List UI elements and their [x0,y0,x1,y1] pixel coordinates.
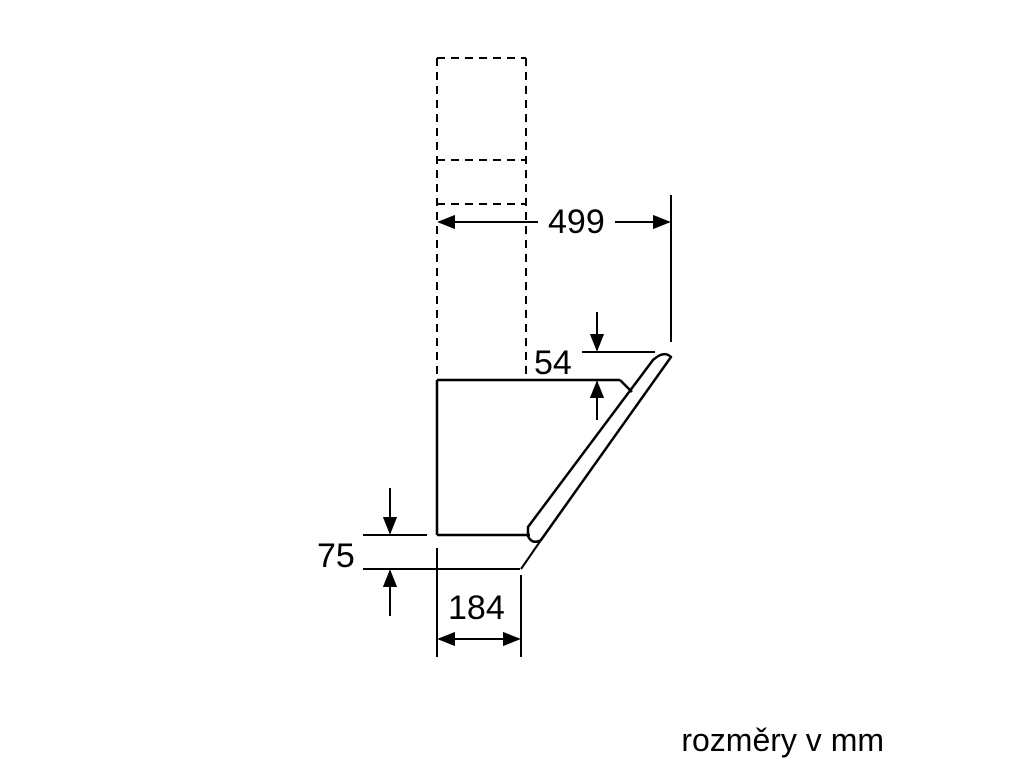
glass-panel [526,352,673,544]
dimension-54-label: 54 [534,344,572,382]
dimension-499 [437,195,672,342]
dimension-184 [436,548,522,657]
dimension-75-label: 75 [317,537,355,575]
dimension-75 [363,488,520,616]
dimension-499-label: 499 [548,203,605,241]
chimney-outline-dashed [436,57,527,380]
glass-bottom-edge [520,539,542,570]
hood-body [435,378,633,537]
dimension-54 [582,312,655,420]
units-note: rozměry v mm [681,722,884,758]
dimension-184-label: 184 [448,589,505,627]
